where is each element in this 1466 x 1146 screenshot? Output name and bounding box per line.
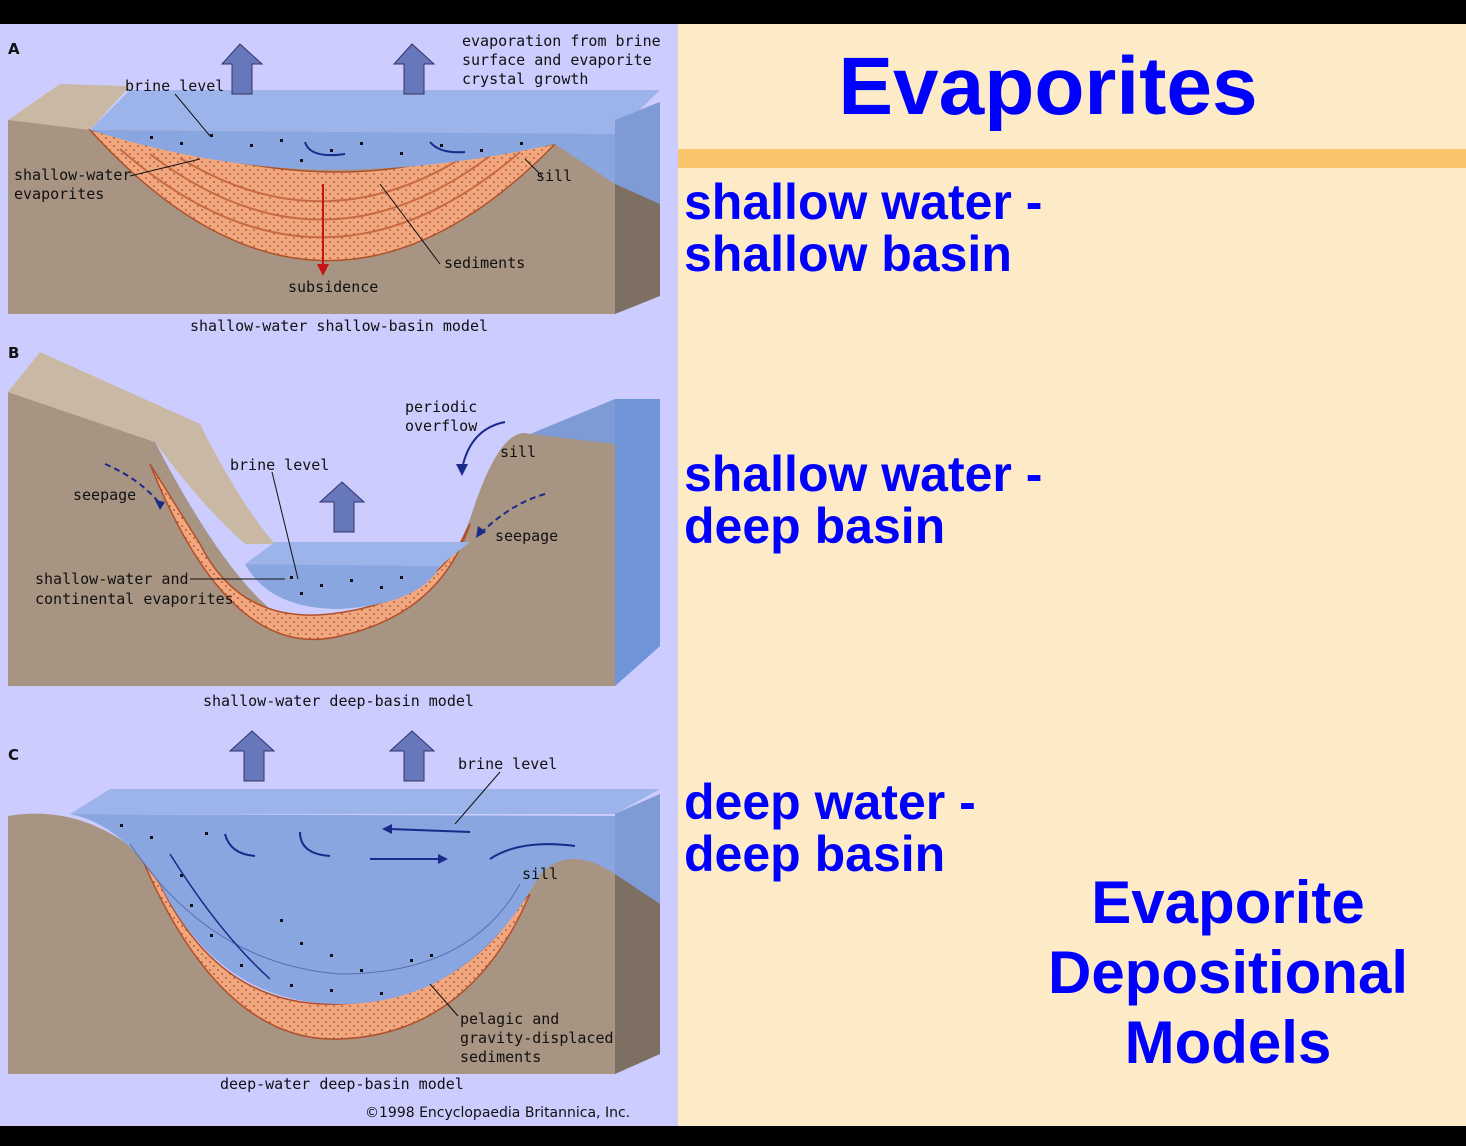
panel-a-swe-line1: shallow-water [14,166,131,184]
panel-a-water-top [90,90,660,134]
evaporation-arrow-icon [388,730,436,782]
panel-a-evap-line2: surface and evaporite [462,51,652,69]
panel-a-sediments-label: sediments [444,254,525,272]
panel-a: A evaporation from brine surface and eva… [8,32,661,335]
bullet-shallow-water-deep-basin: shallow water - deep basin [684,448,1042,552]
panel-a-caption: shallow-water shallow-basin model [190,317,488,335]
subtitle-line: Evaporite [1091,869,1365,936]
panel-b-periodic-line1: periodic [405,398,477,416]
evaporation-arrow-icon [392,43,436,95]
panel-b-periodic-line2: overflow [405,417,478,435]
panel-a-water-front [90,130,615,184]
bullet-line: deep basin [684,826,946,882]
slide-panel: Evaporites shallow water - shallow basin… [678,24,1466,1126]
panel-b-caption: shallow-water deep-basin model [203,692,474,710]
panel-c-water-body [70,814,615,1004]
panel-b-brine-pool [245,564,440,609]
panel-a-evap-line3: crystal growth [462,70,588,88]
bottom-black-bar [0,1126,1466,1146]
bullet-line: shallow basin [684,226,1012,282]
bullet-line: deep basin [684,498,946,554]
panel-b-ground [8,392,615,686]
copyright-notice: ©1998 Encyclopaedia Britannica, Inc. [365,1105,630,1121]
panel-c: C brine level sill pelagic and gravity-d… [8,730,660,1093]
panel-c-pelagic-line3: sediments [460,1048,541,1066]
slide-title: Evaporites [838,41,1258,132]
bullet-line: shallow water - [684,174,1043,230]
evaporite-models-figure: A evaporation from brine surface and eva… [0,24,678,1126]
bullet-shallow-water-shallow-basin: shallow water - shallow basin [684,176,1042,280]
panel-b-seepage-right: seepage [495,527,558,545]
subtitle-line: Models [1124,1009,1332,1076]
panel-c-letter: C [8,746,19,764]
panel-b: B periodic overflow sill brine level see… [8,344,660,710]
panel-c-brine-level: brine level [458,755,557,773]
panel-b-brine-level: brine level [230,456,329,474]
panel-b-letter: B [8,344,19,362]
panel-a-sill: sill [536,167,572,185]
panel-b-swce-line2: continental evaporites [35,590,234,608]
bullet-line: deep water - [684,774,976,830]
panel-a-subsidence-label: subsidence [288,278,378,296]
panel-b-swce-line1: shallow-water and [35,570,189,588]
panel-c-water-top [70,789,660,814]
panel-a-brine-level: brine level [125,77,224,95]
panel-a-swe-line2: evaporites [14,185,104,203]
figure-svg: A evaporation from brine surface and eva… [8,32,661,1121]
panel-c-sill: sill [522,865,558,883]
title-divider [678,149,1466,168]
panel-c-pelagic-line2: gravity-displaced [460,1029,614,1047]
slide-subtitle: Evaporite Depositional Models [1023,868,1433,1078]
subtitle-line: Depositional [1047,939,1409,1006]
panel-a-ground-top [8,84,130,130]
top-black-bar [0,0,1466,24]
evaporation-arrow-icon [220,43,264,95]
bullet-deep-water-deep-basin: deep water - deep basin [684,776,976,880]
panel-b-sediments [149,463,471,641]
panel-a-evap-line1: evaporation from brine [462,32,661,50]
evaporation-arrow-icon [318,481,366,533]
panel-c-ground [8,813,615,1074]
panel-c-pelagic-line1: pelagic and [460,1010,559,1028]
panel-c-sediments [139,853,531,1040]
panel-c-caption: deep-water deep-basin model [220,1075,464,1093]
panel-a-letter: A [8,40,20,58]
evaporation-arrow-icon [228,730,276,782]
bullet-line: shallow water - [684,446,1043,502]
panel-b-seepage-left: seepage [73,486,136,504]
panel-b-sill: sill [500,443,536,461]
